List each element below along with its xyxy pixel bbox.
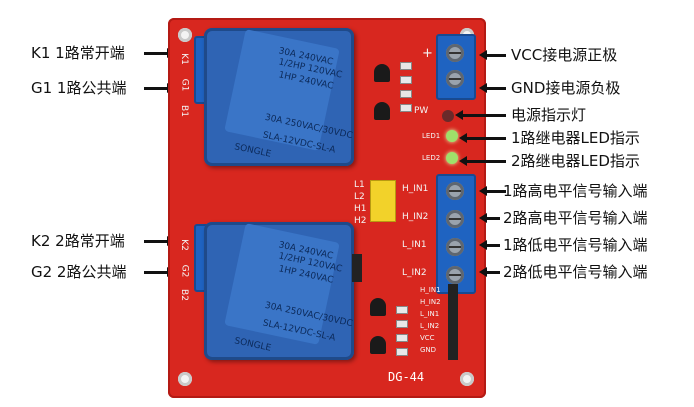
relay-2: SONGLE SLA-12VDC-SL-A 30A 250VAC/30VDC 3… xyxy=(204,222,354,360)
arrow-vcc xyxy=(479,50,506,60)
arrow-h-in2 xyxy=(479,213,500,223)
silk-h1: H1 xyxy=(354,204,367,214)
label-led2: 2路继电器LED指示 xyxy=(511,152,640,170)
mount-hole-tl xyxy=(178,28,192,42)
relay1-brand: SONGLE xyxy=(233,142,272,160)
silk-g1: G1 xyxy=(179,78,190,92)
board-model: DG-44 xyxy=(388,370,425,384)
label-power-led: 电源指示灯 xyxy=(511,106,587,124)
silk-l-in2: L_IN2 xyxy=(402,268,427,278)
led-power xyxy=(442,110,454,122)
arrow-g2 xyxy=(144,267,175,277)
silk-hdr-h-in2: H_IN2 xyxy=(420,298,441,306)
silk-l-in1: L_IN1 xyxy=(402,240,427,250)
silk-g2: G2 xyxy=(179,264,190,278)
label-k1: K1 1路常开端 xyxy=(31,44,125,62)
label-l-in1: 1路低电平信号输入端 xyxy=(503,236,648,254)
terminal-power xyxy=(436,34,476,100)
smd-6 xyxy=(396,320,408,328)
silk-hdr-gnd: GND xyxy=(420,346,437,354)
label-g1: G1 1路公共端 xyxy=(31,79,127,97)
jumper-block[interactable] xyxy=(370,180,396,222)
label-g2: G2 2路公共端 xyxy=(31,263,127,281)
transistor-3 xyxy=(370,298,386,316)
smd-8 xyxy=(396,348,408,356)
arrow-l-in1 xyxy=(479,240,500,250)
label-h-in2: 2路高电平信号输入端 xyxy=(503,209,648,227)
arrow-l-in2 xyxy=(479,267,500,277)
arrow-gnd xyxy=(479,83,506,93)
label-vcc: VCC接电源正极 xyxy=(511,46,618,64)
arrow-k2 xyxy=(144,236,175,246)
mount-hole-br xyxy=(460,372,474,386)
arrow-power-led xyxy=(455,110,506,120)
relay2-brand: SONGLE xyxy=(233,336,272,354)
silk-k1: K1 xyxy=(178,53,189,65)
jumper-header-small xyxy=(352,254,362,282)
transistor-1 xyxy=(374,64,390,82)
screw-h-in2 xyxy=(446,210,464,228)
smd-3 xyxy=(400,90,412,98)
screw-vcc xyxy=(446,44,464,62)
smd-2 xyxy=(400,76,412,84)
silk-led1: LED1 xyxy=(422,132,441,140)
silk-hdr-h-in1: H_IN1 xyxy=(420,286,441,294)
silk-plus: + xyxy=(422,46,433,61)
silk-led2: LED2 xyxy=(422,154,441,162)
silk-h2: H2 xyxy=(354,216,367,226)
label-led1: 1路继电器LED指示 xyxy=(511,129,640,147)
screw-l-in2 xyxy=(446,266,464,284)
smd-1 xyxy=(400,62,412,70)
screw-l-in1 xyxy=(446,238,464,256)
led-relay2 xyxy=(446,152,458,164)
silk-hdr-vcc: VCC xyxy=(420,334,435,342)
silk-l2: L2 xyxy=(354,192,365,202)
pin-header xyxy=(448,284,458,360)
arrow-led2 xyxy=(459,156,506,166)
arrow-g1 xyxy=(144,83,175,93)
silk-k2: K2 xyxy=(178,239,189,251)
label-k2: K2 2路常开端 xyxy=(31,232,125,250)
silk-h-in1: H_IN1 xyxy=(402,184,429,194)
relay-1: SONGLE SLA-12VDC-SL-A 30A 250VAC/30VDC 3… xyxy=(204,28,354,166)
terminal-inputs xyxy=(436,174,476,294)
silk-b2: B2 xyxy=(178,289,189,301)
transistor-2 xyxy=(374,102,390,120)
screw-h-in1 xyxy=(446,182,464,200)
smd-4 xyxy=(400,104,412,112)
arrow-k1 xyxy=(144,48,175,58)
smd-5 xyxy=(396,306,408,314)
smd-7 xyxy=(396,334,408,342)
label-l-in2: 2路低电平信号输入端 xyxy=(503,263,648,281)
silk-hdr-l-in1: L_IN1 xyxy=(420,310,440,318)
silk-b1: B1 xyxy=(178,105,189,117)
arrow-led1 xyxy=(459,133,506,143)
label-gnd: GND接电源负极 xyxy=(511,79,621,97)
arrow-h-in1 xyxy=(479,186,506,196)
relay-board: K1 G1 B1 K2 G2 B2 SONGLE SLA-12VDC-SL-A … xyxy=(168,18,486,398)
silk-hdr-l-in2: L_IN2 xyxy=(420,322,440,330)
silk-pw: PW xyxy=(414,106,429,116)
label-h-in1: 1路高电平信号输入端 xyxy=(503,182,648,200)
transistor-4 xyxy=(370,336,386,354)
screw-gnd xyxy=(446,70,464,88)
led-relay1 xyxy=(446,130,458,142)
mount-hole-bl xyxy=(178,372,192,386)
silk-l1: L1 xyxy=(354,180,365,190)
silk-h-in2: H_IN2 xyxy=(402,212,429,222)
